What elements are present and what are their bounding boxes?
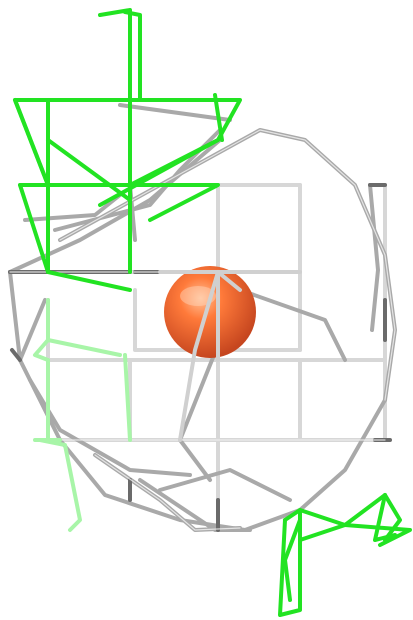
ligand-lower-right [280,495,410,615]
ion-sphere [164,266,256,358]
ligand-lower-left-fade [35,300,130,530]
